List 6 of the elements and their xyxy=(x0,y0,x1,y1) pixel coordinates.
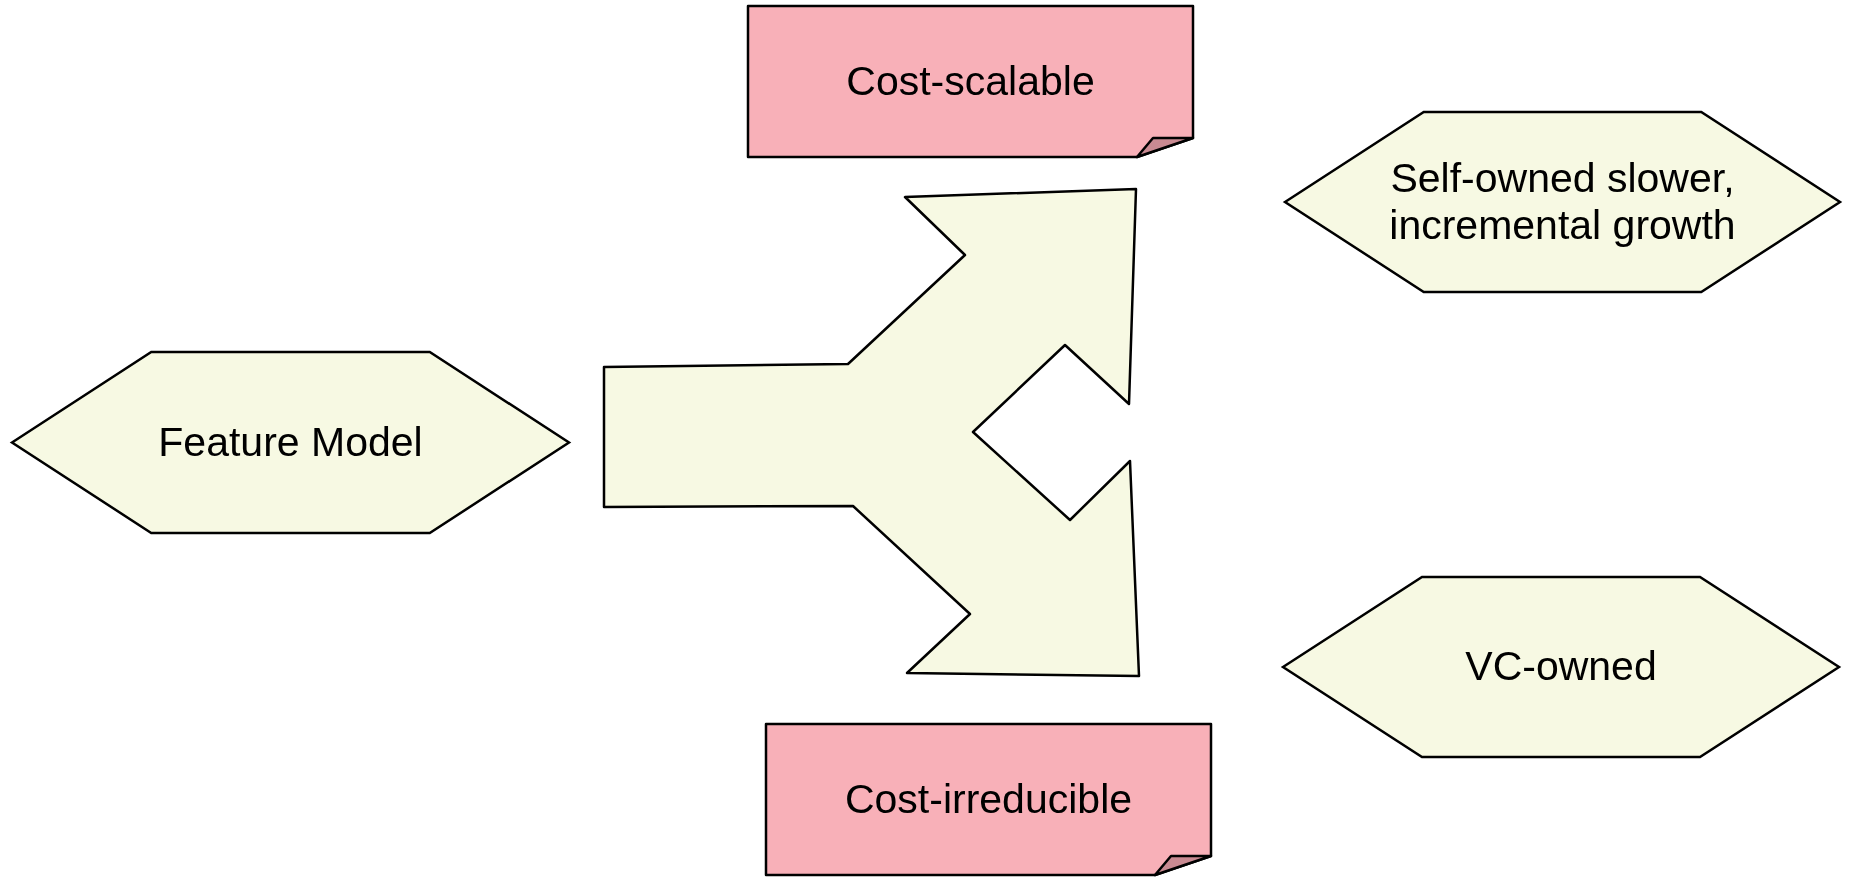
node-label: Self-owned slower, incremental growth xyxy=(1388,154,1737,250)
node-label: VC-owned xyxy=(1465,643,1657,691)
fork-arrow xyxy=(602,187,1141,678)
node-label: Cost-irreducible xyxy=(844,775,1133,824)
node-label: Cost-scalable xyxy=(846,57,1095,106)
node-label: Feature Model xyxy=(158,418,423,467)
